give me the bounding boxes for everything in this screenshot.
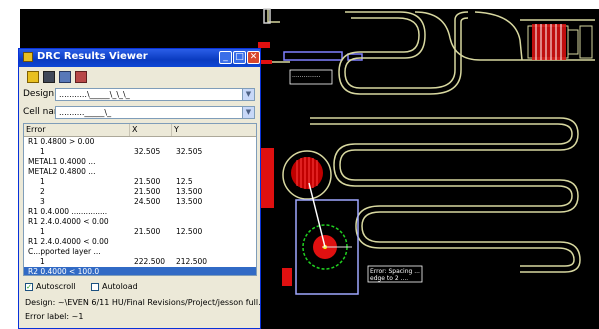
autoscroll-checkbox[interactable]: ✓Autoscroll [25,282,76,291]
autoload-label: Autoload [102,282,138,291]
autoload-box[interactable] [91,282,99,291]
collapse-icon[interactable] [23,239,24,245]
toolbar [19,69,260,85]
status-line-2: Error label: ~1 [25,312,84,321]
row-label: R1 0.4.000 ............... [28,207,108,216]
maximize-button[interactable]: □ [233,51,246,64]
canvas-label-small: ............... [292,72,321,79]
tree-row[interactable]: METAL2 0.4800 ... [24,167,256,177]
error-annotation: Error: Spacing ... edge to 2 .... [370,268,420,282]
collapse-icon[interactable] [23,169,24,175]
window-title: DRC Results Viewer [37,51,148,62]
tree-row[interactable]: R1 2.4.0.4000 < 0.00 [24,237,256,247]
tree-header: Error X Y [24,124,256,137]
collapse-icon[interactable] [23,269,24,275]
row-x: 32.505 [134,147,161,156]
cell-combo[interactable]: .........._____\_ ▼ [55,106,255,119]
row-label: 1 [40,147,45,156]
row-y: 13.500 [176,197,203,206]
cell-value: .........._____\_ [59,108,112,117]
col-y-header[interactable]: Y [174,125,179,134]
row-label: 1 [40,227,45,236]
tree-row[interactable]: 1 32.505 32.505 [24,147,256,157]
chevron-down-icon[interactable]: ▼ [242,107,254,118]
minimize-button[interactable]: _ [219,51,232,64]
tree-row[interactable]: 1 21.500 12.5 [24,177,256,187]
design-label: Design [23,89,55,99]
row-y: 12.500 [176,227,203,236]
row-y: 12.5 [176,177,193,186]
row-x: 222.500 [134,257,166,266]
cell-label: Cell name [23,107,69,117]
row-y: 32.505 [176,147,203,156]
collapse-icon[interactable] [23,159,24,165]
chevron-down-icon[interactable]: ▼ [242,89,254,100]
row-x: 21.500 [134,177,161,186]
col-x-header[interactable]: X [130,124,172,136]
autoload-checkbox[interactable]: Autoload [91,282,138,291]
row-label: 1 [40,177,45,186]
row-label: R1 2.4.0.4000 < 0.00 [28,217,109,226]
row-y: 212.500 [176,257,208,266]
collapse-icon[interactable] [23,139,24,145]
row-label: METAL1 0.4000 ... [28,157,96,166]
drc-results-window[interactable]: DRC Results Viewer _ □ ✕ Design ........… [18,48,261,329]
row-label: R1 0.4800 > 0.00 [28,137,95,146]
app-icon [23,52,33,62]
design-combo[interactable]: ...........\_____\_\_\_ ▼ [55,88,255,101]
tree-row[interactable]: 3 24.500 13.500 [24,197,256,207]
tree-row[interactable]: R1 2.4.0.4000 < 0.00 [24,217,256,227]
title-bar[interactable]: DRC Results Viewer _ □ ✕ [19,49,260,67]
row-x: 21.500 [134,187,161,196]
row-label: R1 2.4.0.4000 < 0.00 [28,237,109,246]
collapse-icon[interactable] [23,209,24,215]
tree-row[interactable]: 2 21.500 13.500 [24,187,256,197]
tree-row[interactable]: C...pported layer ... [24,247,256,257]
filter-icon[interactable] [75,71,87,83]
collapse-icon[interactable] [23,219,24,225]
row-x: 21.500 [134,227,161,236]
row-label: 3 [40,197,45,206]
tree-row[interactable]: R1 0.4.000 ............... [24,207,256,217]
open-icon[interactable] [27,71,39,83]
print-icon[interactable] [43,71,55,83]
tree-row[interactable]: R1 0.4800 > 0.00 [24,137,256,147]
autoscroll-label: Autoscroll [36,282,76,291]
row-label: 2 [40,187,45,196]
tree-row[interactable]: 1 21.500 12.500 [24,227,256,237]
col-error-header[interactable]: Error [24,124,130,136]
collapse-icon[interactable] [23,249,24,255]
row-label: R2 0.4000 < 100.0 [28,267,100,276]
tree-row[interactable]: METAL1 0.4000 ... [24,157,256,167]
design-value: ...........\_____\_\_\_ [59,90,130,99]
autoscroll-box[interactable]: ✓ [25,282,33,291]
tree-row[interactable]: 1 222.500 212.500 [24,257,256,267]
row-y: 13.500 [176,187,203,196]
status-line-1: Design: ~\EVEN 6/11 HU/Final Revisions/P… [25,298,261,307]
row-x: 24.500 [134,197,161,206]
row-label: C...pported layer ... [28,247,101,256]
tree-row-selected[interactable]: R2 0.4000 < 100.0 [23,267,256,276]
row-label: 1 [40,257,45,266]
zoom-icon[interactable] [59,71,71,83]
row-label: METAL2 0.4800 ... [28,167,96,176]
close-button[interactable]: ✕ [247,51,260,64]
